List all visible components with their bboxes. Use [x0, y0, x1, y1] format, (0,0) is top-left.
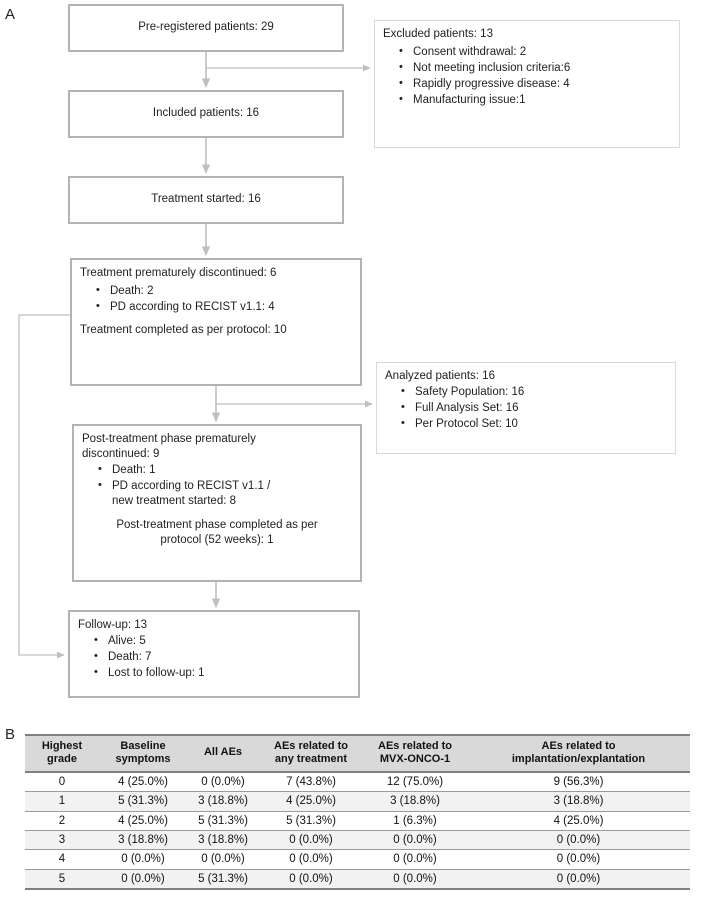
box-post-treatment-discontinued: Post-treatment phase prematurely discont… — [72, 424, 362, 582]
list-item: Consent withdrawal: 2 — [399, 44, 671, 60]
box-analyzed-patients: Analyzed patients: 16 Safety Population:… — [376, 362, 676, 454]
box-follow-up: Follow-up: 13 Alive: 5 Death: 7 Lost to … — [68, 610, 360, 698]
column-header-aes-mvx-onco-1: AEs related to MVX-ONCO-1 — [363, 734, 467, 773]
list-item: Death: 2 — [96, 283, 352, 299]
cell-grade: 3 — [25, 830, 99, 851]
column-header-baseline-symptoms: Baseline symptoms — [99, 734, 187, 773]
list-item: PD according to RECIST v1.1: 4 — [96, 299, 352, 315]
box-post-treatment-title: Post-treatment phase prematurely discont… — [82, 433, 256, 461]
cell-all-aes: 0 (0.0%) — [187, 849, 259, 870]
box-excluded-patients: Excluded patients: 13 Consent withdrawal… — [374, 20, 680, 148]
list-item: Full Analysis Set: 16 — [401, 400, 667, 416]
list-item: Death: 1 — [98, 462, 352, 478]
box-treatment-discontinued: Treatment prematurely discontinued: 6 De… — [70, 258, 362, 386]
cell-baseline: 0 (0.0%) — [99, 849, 187, 870]
list-item: Per Protocol Set: 10 — [401, 416, 667, 432]
cell-mvx-onco-1: 3 (18.8%) — [363, 791, 467, 812]
table-row: 0 4 (25.0%) 0 (0.0%) 7 (43.8%) 12 (75.0%… — [25, 771, 690, 793]
cell-any-treatment: 5 (31.3%) — [259, 811, 363, 832]
box-analyzed-title: Analyzed patients: 16 — [385, 370, 495, 382]
cell-implantation: 0 (0.0%) — [467, 830, 690, 851]
box-excluded-title: Excluded patients: 13 — [383, 28, 493, 40]
consort-flowchart: Pre-registered patients: 29 Included pat… — [0, 0, 708, 716]
box-follow-up-title: Follow-up: 13 — [78, 619, 148, 631]
column-header-all-aes: All AEs — [187, 734, 259, 773]
cell-grade: 5 — [25, 869, 99, 891]
panel-b-label: B — [5, 726, 16, 743]
table-row: 5 0 (0.0%) 5 (31.3%) 0 (0.0%) 0 (0.0%) 0… — [25, 869, 690, 891]
cell-mvx-onco-1: 12 (75.0%) — [363, 771, 467, 793]
box-treatment-started: Treatment started: 16 — [68, 176, 344, 224]
box-included-patients: Included patients: 16 — [68, 90, 344, 138]
cell-mvx-onco-1: 0 (0.0%) — [363, 869, 467, 891]
analysis-sets-list: Safety Population: 16 Full Analysis Set:… — [385, 384, 667, 432]
list-item: Alive: 5 — [94, 633, 350, 649]
cell-baseline: 0 (0.0%) — [99, 869, 187, 891]
cell-baseline: 5 (31.3%) — [99, 791, 187, 812]
cell-baseline: 3 (18.8%) — [99, 830, 187, 851]
list-item: Lost to follow-up: 1 — [94, 665, 350, 681]
cell-mvx-onco-1: 0 (0.0%) — [363, 830, 467, 851]
cell-mvx-onco-1: 0 (0.0%) — [363, 849, 467, 870]
table-row: 3 3 (18.8%) 3 (18.8%) 0 (0.0%) 0 (0.0%) … — [25, 830, 690, 851]
cell-implantation: 9 (56.3%) — [467, 771, 690, 793]
cell-implantation: 4 (25.0%) — [467, 811, 690, 832]
panel-a-label: A — [5, 6, 16, 23]
cell-implantation: 0 (0.0%) — [467, 849, 690, 870]
post-treatment-completed-text: Post-treatment phase completed as per pr… — [116, 518, 318, 546]
list-item: Safety Population: 16 — [401, 384, 667, 400]
table-row: 2 4 (25.0%) 5 (31.3%) 5 (31.3%) 1 (6.3%)… — [25, 811, 690, 832]
column-header-highest-grade: Highest grade — [25, 734, 99, 773]
discontinuation-reasons-list: Death: 2 PD according to RECIST v1.1: 4 — [80, 283, 352, 315]
box-pre-registered-title: Pre-registered patients: 29 — [138, 21, 274, 34]
adverse-events-table: Highest grade Baseline symptoms All AEs … — [25, 734, 690, 891]
cell-all-aes: 3 (18.8%) — [187, 791, 259, 812]
cell-mvx-onco-1: 1 (6.3%) — [363, 811, 467, 832]
cell-implantation: 0 (0.0%) — [467, 869, 690, 891]
cell-all-aes: 5 (31.3%) — [187, 869, 259, 891]
cell-all-aes: 0 (0.0%) — [187, 771, 259, 793]
treatment-completed-text: Treatment completed as per protocol: 10 — [80, 324, 287, 337]
cell-baseline: 4 (25.0%) — [99, 771, 187, 793]
table-row: 1 5 (31.3%) 3 (18.8%) 4 (25.0%) 3 (18.8%… — [25, 791, 690, 812]
box-included-title: Included patients: 16 — [152, 107, 260, 120]
cell-any-treatment: 0 (0.0%) — [259, 849, 363, 870]
column-header-aes-any-treatment: AEs related to any treatment — [259, 734, 363, 773]
follow-up-outcomes-list: Alive: 5 Death: 7 Lost to follow-up: 1 — [78, 633, 350, 681]
adverse-events-table-container: Highest grade Baseline symptoms All AEs … — [25, 734, 690, 891]
box-pre-registered-patients: Pre-registered patients: 29 — [68, 4, 344, 52]
cell-any-treatment: 0 (0.0%) — [259, 830, 363, 851]
list-item: Manufacturing issue:1 — [399, 91, 671, 108]
cell-all-aes: 5 (31.3%) — [187, 811, 259, 832]
list-item: Not meeting inclusion criteria:6 — [399, 60, 671, 76]
cell-implantation: 3 (18.8%) — [467, 791, 690, 812]
cell-grade: 0 — [25, 771, 99, 793]
list-item: PD according to RECIST v1.1 / new treatm… — [98, 478, 352, 510]
list-item: Rapidly progressive disease: 4 — [399, 76, 671, 92]
post-treatment-reasons-list: Death: 1 PD according to RECIST v1.1 / n… — [82, 462, 352, 510]
cell-any-treatment: 7 (43.8%) — [259, 771, 363, 793]
box-treatment-discontinued-title: Treatment prematurely discontinued: 6 — [80, 267, 277, 279]
cell-grade: 2 — [25, 811, 99, 832]
box-treatment-started-title: Treatment started: 16 — [151, 193, 261, 206]
list-item: Death: 7 — [94, 649, 350, 665]
excluded-reasons-list: Consent withdrawal: 2 Not meeting inclus… — [383, 44, 671, 108]
cell-all-aes: 3 (18.8%) — [187, 830, 259, 851]
column-header-aes-implantation: AEs related to implantation/explantation — [467, 734, 690, 773]
cell-grade: 1 — [25, 791, 99, 812]
cell-any-treatment: 4 (25.0%) — [259, 791, 363, 812]
table-header-row: Highest grade Baseline symptoms All AEs … — [25, 734, 690, 773]
cell-any-treatment: 0 (0.0%) — [259, 869, 363, 891]
table-row: 4 0 (0.0%) 0 (0.0%) 0 (0.0%) 0 (0.0%) 0 … — [25, 849, 690, 870]
cell-baseline: 4 (25.0%) — [99, 811, 187, 832]
cell-grade: 4 — [25, 849, 99, 870]
